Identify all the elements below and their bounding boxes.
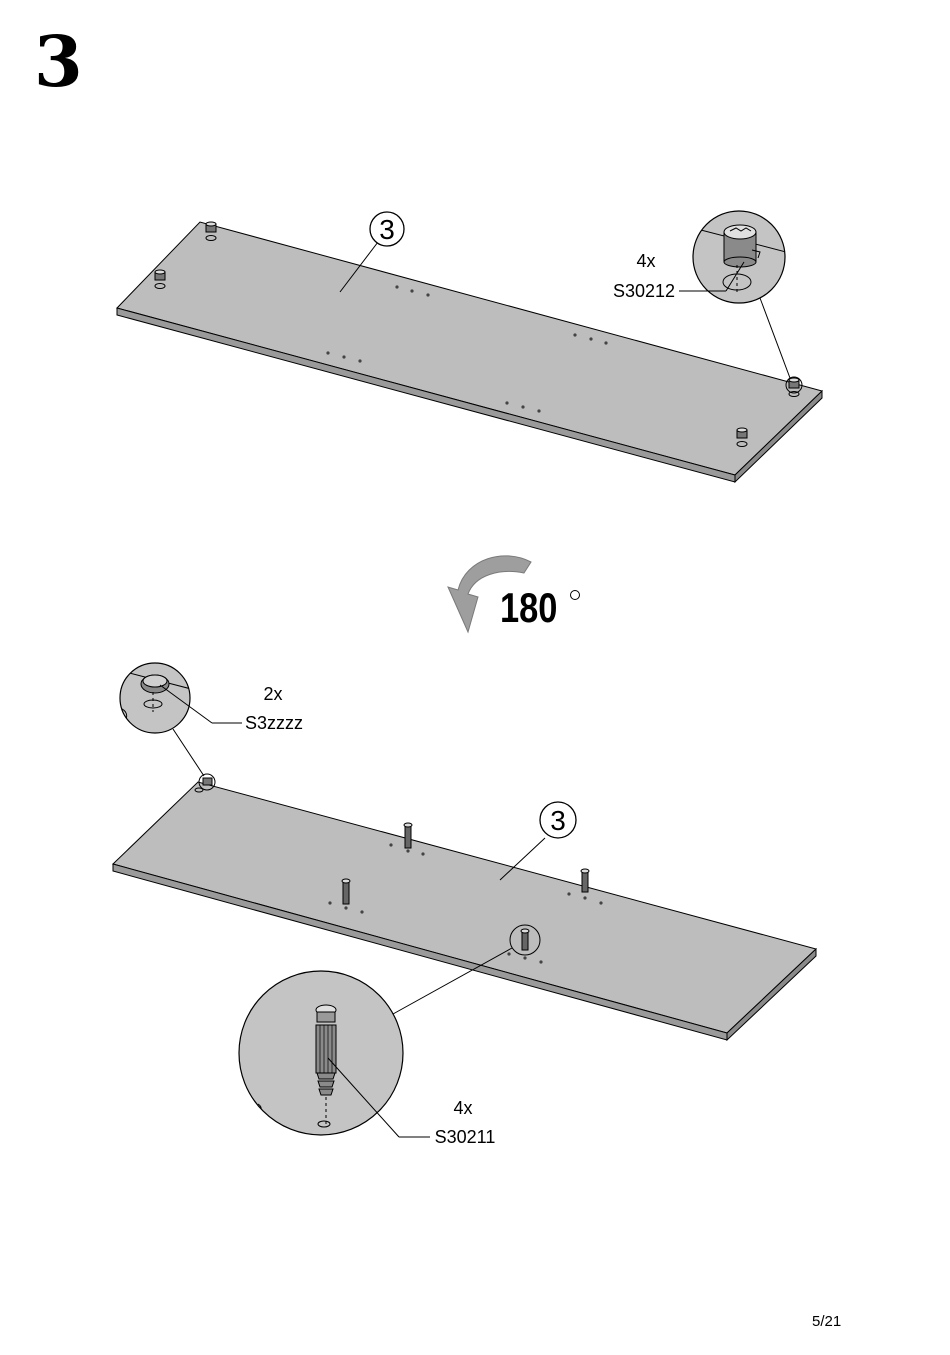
rotation-angle: 180 xyxy=(500,584,557,632)
connector-bolt-icon xyxy=(404,823,412,848)
callout-middle-quantity: 2x xyxy=(253,683,293,705)
connector-bolt-icon xyxy=(342,879,350,904)
callout-top-quantity: 4x xyxy=(626,250,666,272)
top-panel-part-label: 3 xyxy=(379,214,395,245)
bottom-panel-part-label: 3 xyxy=(550,805,566,836)
callout-top-code: S30212 xyxy=(606,280,682,302)
callout-middle-code: S3zzzz xyxy=(238,712,310,734)
connector-bolt-icon xyxy=(581,869,589,892)
bottom-panel: 3 xyxy=(113,774,816,1040)
degree-symbol-icon xyxy=(570,590,580,600)
callout-bottom-code: S30211 xyxy=(427,1126,503,1148)
callout-bottom-quantity: 4x xyxy=(443,1097,483,1119)
bottom-panel-face xyxy=(113,782,816,1033)
cam-cover-detail xyxy=(118,663,242,776)
page-number: 5/21 xyxy=(812,1313,841,1330)
cam-fitting-detail xyxy=(679,211,790,378)
